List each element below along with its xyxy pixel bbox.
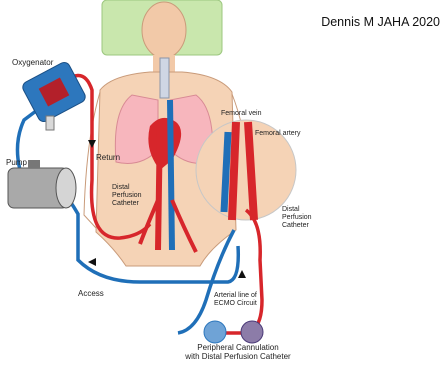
distal-catheter-left-line-1: Distal [112,184,142,192]
inset-vein [224,132,228,212]
flow-arrow-access [88,258,96,266]
distal-catheter-right-line-1: Distal [282,206,312,214]
connector-left [204,321,226,343]
arterial-line-label: Arterial line of ECMO Circuit [214,292,257,308]
arterial-line-label-line-1: Arterial line of [214,292,257,300]
vena-cava [170,100,172,250]
connector-right [241,321,263,343]
oxygenator-label: Oxygenator [12,58,53,67]
distal-catheter-right-line-2: Perfusion [282,214,312,222]
caption-line-1: Peripheral Cannulation [168,343,308,352]
oxygenator-device [21,60,88,130]
distal-catheter-left-line-2: Perfusion [112,192,142,200]
arterial-line-label-line-2: ECMO Circuit [214,300,257,308]
flow-arrow-distal [238,270,246,278]
pump-label: Pump [6,158,27,167]
return-label: Return [96,153,120,162]
aorta [158,120,160,250]
access-label: Access [78,289,104,298]
distal-catheter-right-label: Distal Perfusion Catheter [282,206,312,230]
femoral-vein-label: Femoral vein [221,110,261,118]
femoral-artery-label: Femoral artery [255,130,301,138]
distal-catheter-left-label: Distal Perfusion Catheter [112,184,142,208]
distal-catheter-left-line-3: Catheter [112,200,142,208]
credit-text: Dennis M JAHA 2020 [321,15,440,29]
distal-catheter-right-line-3: Catheter [282,222,312,230]
caption-line-2: with Distal Perfusion Catheter [168,352,308,361]
caption: Peripheral Cannulation with Distal Perfu… [168,343,308,361]
